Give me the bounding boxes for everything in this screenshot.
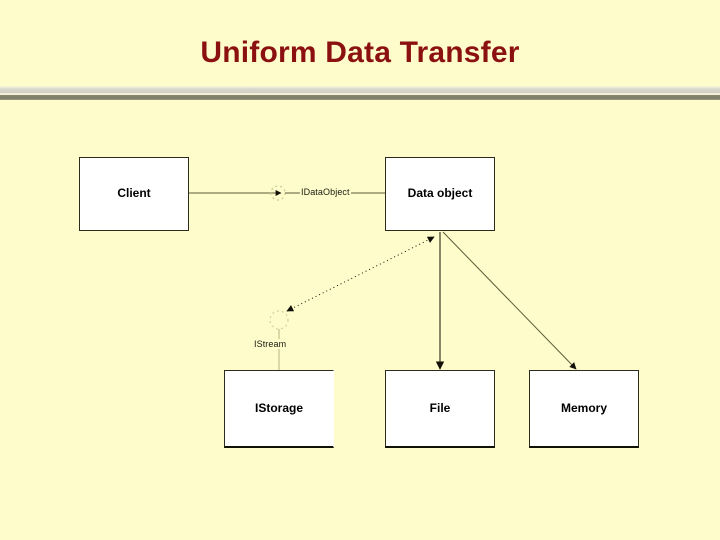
title-divider: [0, 86, 720, 102]
connector-data-object-to-memory: [442, 231, 577, 370]
page-title: Uniform Data Transfer: [200, 36, 520, 69]
divider-dark-bar: [0, 95, 720, 100]
interface-label-idataobject: IDataObject: [300, 187, 351, 197]
node-file[interactable]: File: [385, 370, 495, 448]
node-istorage-label: IStorage: [254, 400, 303, 415]
divider-hairline: [0, 93, 720, 95]
divider-light-bar: [0, 86, 720, 93]
node-istorage[interactable]: IStorage: [224, 370, 334, 448]
node-client-label: Client: [117, 186, 151, 201]
node-memory-label: Memory: [560, 400, 607, 415]
node-memory[interactable]: Memory: [529, 370, 639, 448]
node-data-object-label: Data object: [407, 186, 473, 201]
node-file-label: File: [429, 400, 451, 415]
istream-socket-icon: [269, 310, 289, 330]
node-data-object[interactable]: Data object: [385, 157, 495, 231]
node-client[interactable]: Client: [79, 157, 189, 231]
interface-label-istream: IStream: [253, 339, 288, 349]
connector-istream-to-data-object: [286, 236, 435, 312]
